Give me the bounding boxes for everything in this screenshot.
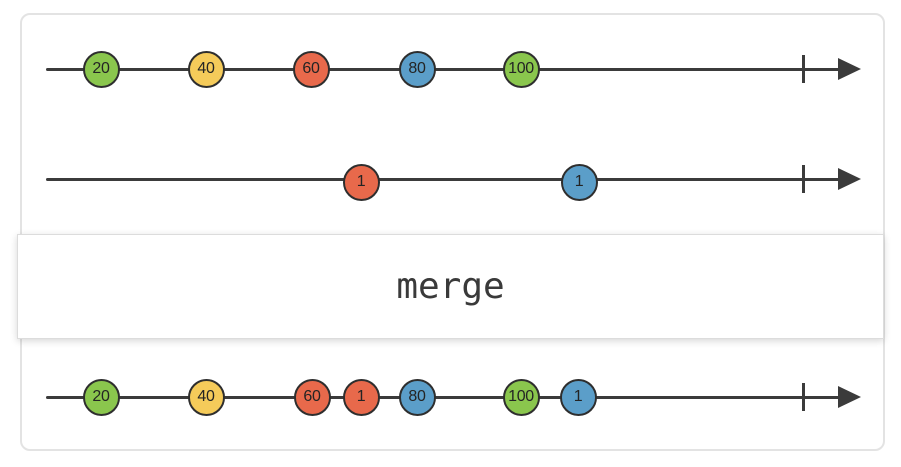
timeline-track (46, 67, 840, 71)
completion-tick (801, 55, 805, 83)
completion-tick (801, 383, 805, 411)
operator-label: merge (396, 266, 505, 307)
timeline-track (46, 177, 840, 181)
marble-100: 100 (502, 378, 540, 416)
operator-band: merge (17, 234, 884, 339)
marble-40: 40 (187, 50, 225, 88)
marble-1: 1 (342, 163, 380, 201)
marble-60: 60 (292, 50, 330, 88)
marble-20: 20 (82, 50, 120, 88)
timeline-track (46, 395, 840, 399)
diagram-frame (20, 13, 885, 451)
marble-1: 1 (559, 378, 597, 416)
marble-80: 80 (398, 378, 436, 416)
marble-100: 100 (502, 50, 540, 88)
marble-1: 1 (342, 378, 380, 416)
marble-60: 60 (293, 378, 331, 416)
arrowhead-icon (838, 386, 861, 408)
marble-80: 80 (398, 50, 436, 88)
marble-20: 20 (82, 378, 120, 416)
completion-tick (801, 165, 805, 193)
arrowhead-icon (838, 168, 861, 190)
marble-1: 1 (560, 163, 598, 201)
arrowhead-icon (838, 58, 861, 80)
marble-40: 40 (187, 378, 225, 416)
